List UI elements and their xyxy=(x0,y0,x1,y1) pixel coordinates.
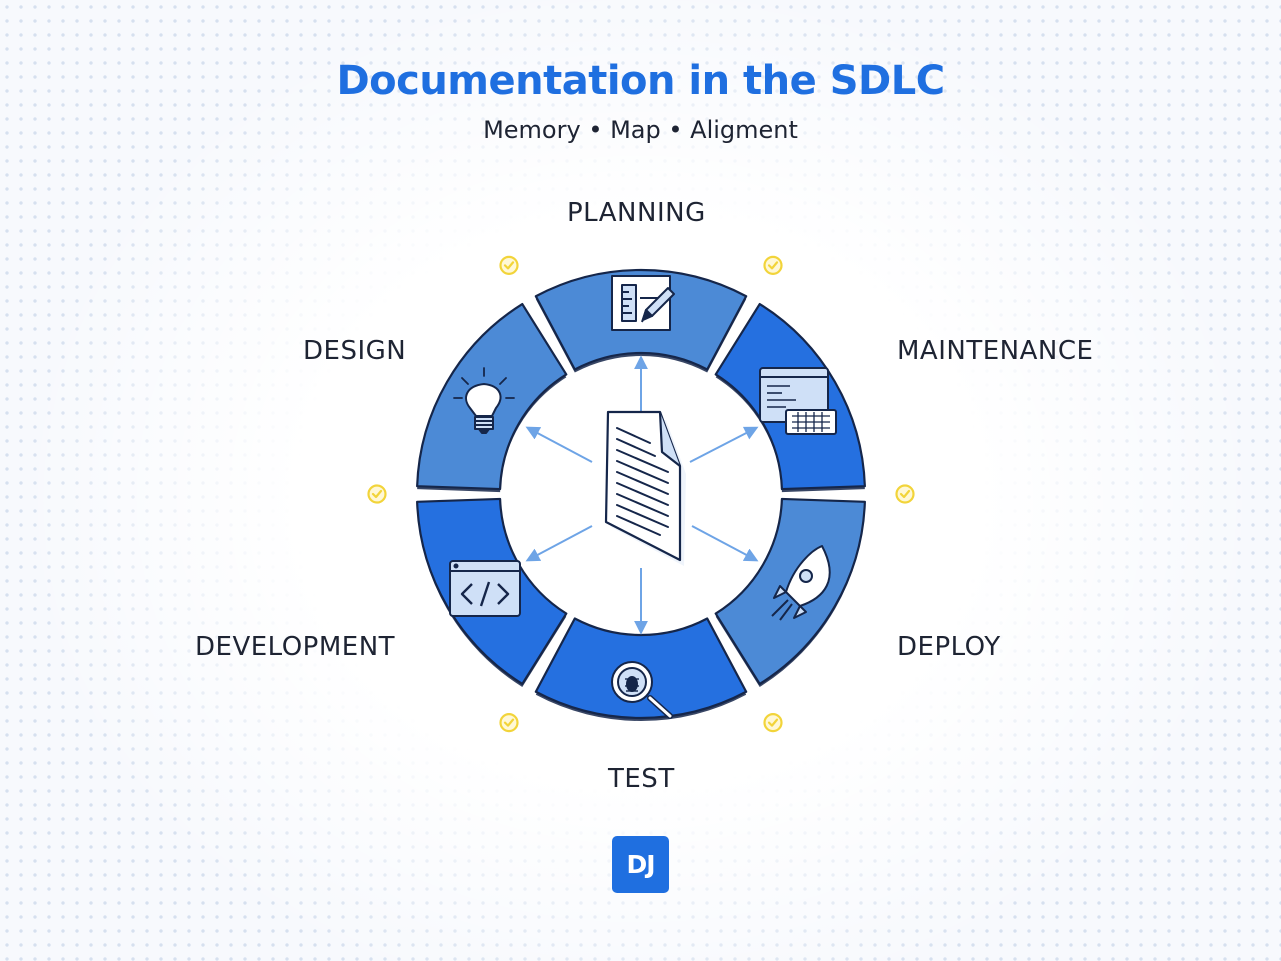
rocket-icon xyxy=(771,545,831,621)
check-icon xyxy=(895,484,915,504)
check-icon xyxy=(763,255,783,275)
label-design: DESIGN xyxy=(303,336,407,366)
arrow-development xyxy=(525,525,593,562)
page-title: Documentation in the SDLC xyxy=(336,58,945,104)
dj-logo: DJ xyxy=(612,836,669,893)
ruler-pencil-icon xyxy=(611,275,675,331)
check-badges xyxy=(367,255,915,733)
check-icon xyxy=(499,713,519,733)
arrow-design xyxy=(525,426,593,463)
label-test: TEST xyxy=(608,764,675,794)
check-icon xyxy=(763,713,783,733)
document-icon xyxy=(604,410,686,566)
center-arrows xyxy=(525,355,759,635)
label-deploy: DEPLOY xyxy=(897,632,1001,662)
lightbulb-icon xyxy=(453,367,515,434)
check-icon xyxy=(499,255,519,275)
arrow-deploy xyxy=(691,525,759,562)
page-subtitle: Memory • Map • Aligment xyxy=(483,116,798,144)
code-window-icon xyxy=(759,367,837,435)
bug-magnifier-icon xyxy=(611,661,673,719)
label-development: DEVELOPMENT xyxy=(195,632,396,662)
code-brackets-icon xyxy=(449,560,521,617)
label-planning: PLANNING xyxy=(567,198,706,228)
arrow-maintenance xyxy=(689,426,759,463)
label-maintenance: MAINTENANCE xyxy=(897,336,1094,366)
check-icon xyxy=(367,484,387,504)
